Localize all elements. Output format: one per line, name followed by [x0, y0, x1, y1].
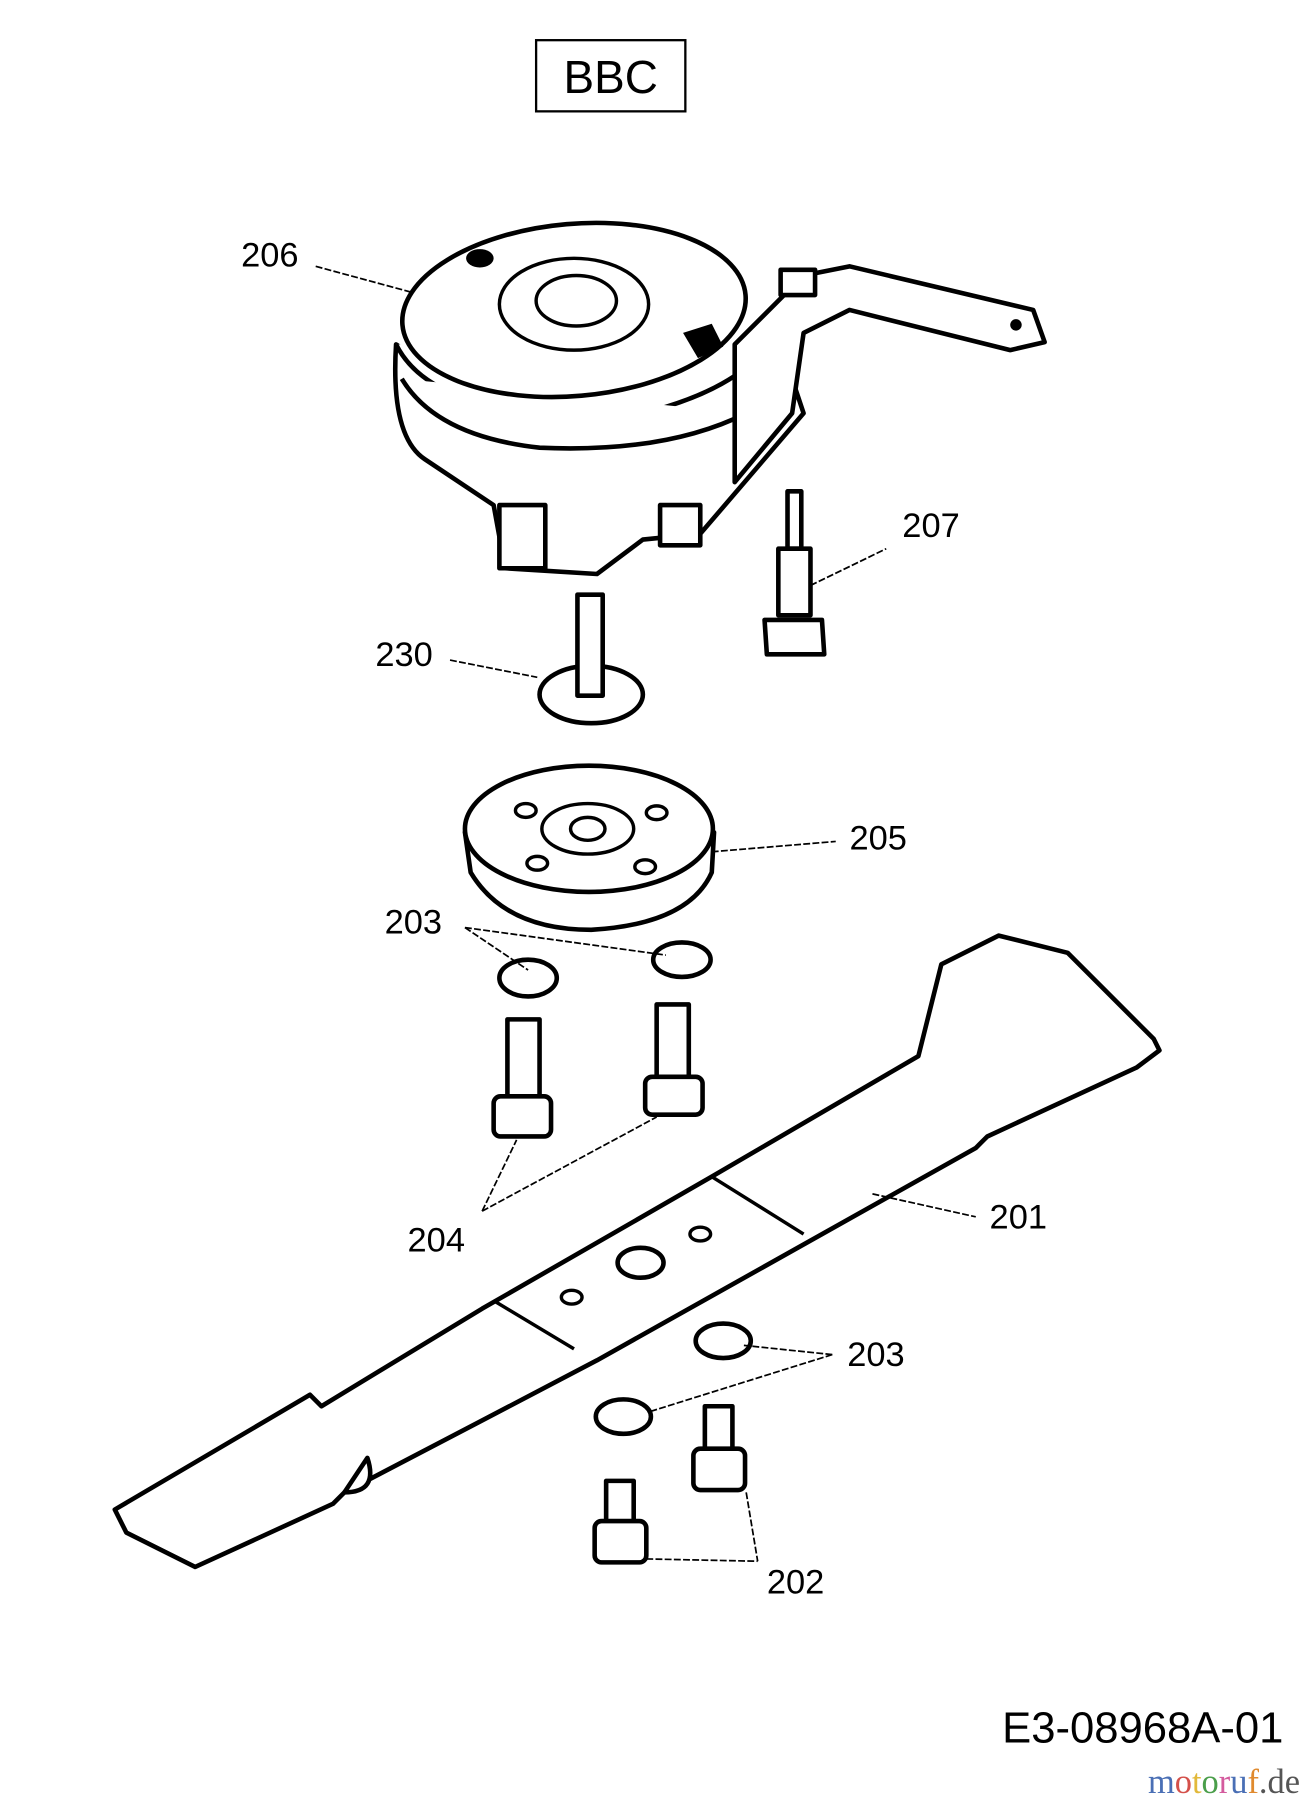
callout-207: 207	[902, 507, 959, 545]
bolts-202	[592, 1403, 748, 1565]
callout-201: 201	[990, 1198, 1047, 1236]
section-code: BBC	[564, 51, 658, 103]
callout-204: 204	[408, 1221, 465, 1259]
watermark-logo: motoruf.de	[1148, 1763, 1300, 1800]
lock-washers-203-bottom	[593, 1321, 754, 1437]
bolts-204	[491, 1002, 705, 1139]
callout-230: 230	[375, 636, 432, 674]
bolt-230	[537, 592, 646, 726]
callout-203-bottom: 203	[847, 1336, 904, 1374]
electric-clutch-206	[392, 220, 1047, 577]
section-code-box: BBC	[534, 39, 687, 113]
callout-202: 202	[767, 1563, 824, 1601]
lock-washers-203-top	[497, 940, 713, 999]
blade-adapter-205	[462, 763, 717, 933]
svg-text:motoruf.de: motoruf.de	[1148, 1763, 1300, 1800]
callout-205: 205	[850, 819, 907, 857]
mower-blade-201	[112, 933, 1162, 1570]
callout-206: 206	[241, 236, 298, 274]
drawing-number: E3-08968A-01	[1002, 1705, 1283, 1753]
callout-203-top: 203	[385, 903, 442, 941]
shoulder-bolt-207	[762, 489, 827, 657]
